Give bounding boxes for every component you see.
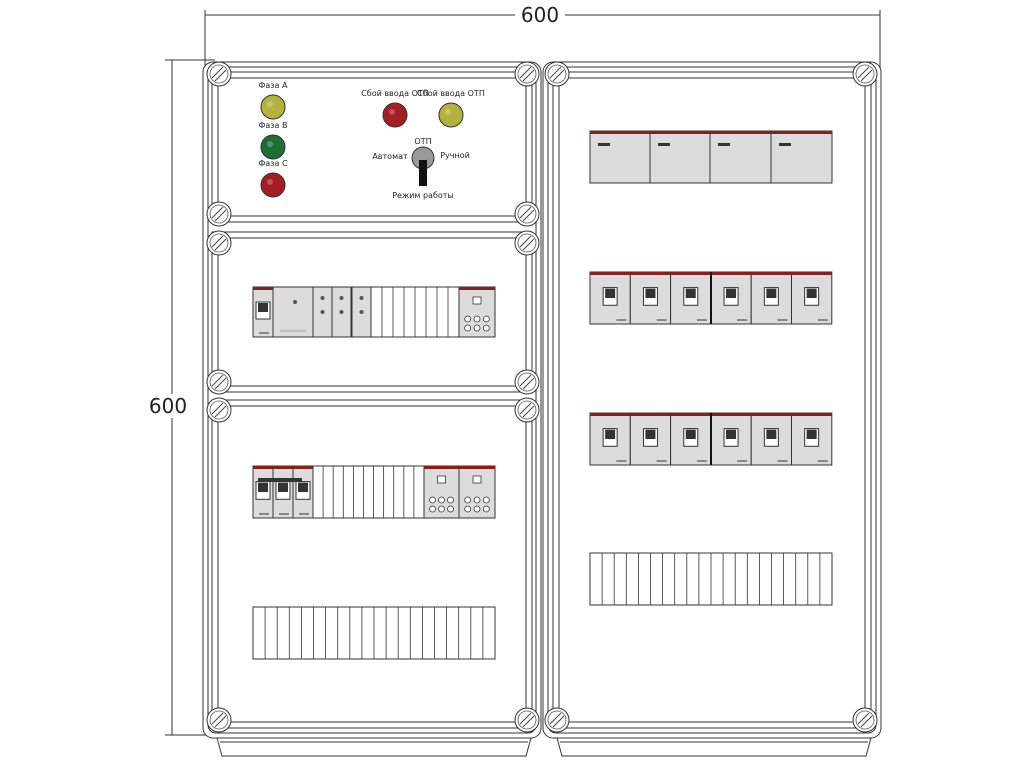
- indicator-lamp: Фаза A: [259, 81, 288, 120]
- screw-icon: [514, 369, 540, 395]
- control-module: [709, 130, 772, 184]
- indicator-label: Фаза C: [258, 159, 287, 168]
- circuit-breaker: [791, 412, 833, 466]
- blank-cover: [589, 552, 833, 606]
- circuit-breaker: [710, 271, 752, 325]
- dimension-width-label: 600: [521, 3, 559, 27]
- indicator-lamp: Фаза B: [259, 121, 288, 160]
- circuit-breaker: [272, 465, 294, 519]
- circuit-breaker: [589, 271, 631, 325]
- screw-icon: [514, 707, 540, 733]
- indicator-lamp: Фаза C: [258, 159, 288, 198]
- right-enclosure-base: [556, 737, 872, 757]
- terminal-module: [458, 465, 496, 519]
- din-rail-right-2: [589, 271, 833, 325]
- indicator-lamp: Сбой ввода ОТП: [361, 89, 429, 128]
- screw-icon: [514, 61, 540, 87]
- selector-bottom-label: Режим работы: [392, 191, 454, 200]
- screw-icon: [206, 369, 232, 395]
- circuit-breaker: [750, 271, 793, 325]
- mode-selector-switch: [411, 146, 435, 186]
- screw-icon: [544, 61, 570, 87]
- circuit-breaker: [710, 412, 752, 466]
- indicator-label: Сбой ввода ОТП: [417, 89, 485, 98]
- contactor-module: [331, 286, 352, 338]
- circuit-breaker: [629, 412, 672, 466]
- circuit-breaker: [252, 465, 274, 519]
- selector-left-label: Автомат: [372, 152, 408, 161]
- circuit-breaker: [670, 271, 712, 325]
- control-module: [589, 130, 652, 184]
- panel-screws: [206, 61, 878, 733]
- screw-icon: [852, 61, 878, 87]
- relay-module: [272, 286, 314, 338]
- left-panel-bottom: [211, 399, 533, 729]
- screw-icon: [206, 707, 232, 733]
- indicator-label: Сбой ввода ОТП: [361, 89, 429, 98]
- dimension-height-label: 600: [149, 394, 187, 418]
- screw-icon: [514, 230, 540, 256]
- screw-icon: [206, 397, 232, 423]
- circuit-breaker: [292, 465, 314, 519]
- din-rail-right-4: [589, 552, 833, 606]
- screw-icon: [206, 201, 232, 227]
- blank-cover: [370, 286, 460, 338]
- screw-icon: [206, 61, 232, 87]
- din-rail-middle: [252, 286, 496, 338]
- din-rail-lower-1: [252, 465, 496, 519]
- left-enclosure-base: [216, 737, 532, 757]
- circuit-breaker: [670, 412, 712, 466]
- screw-icon: [852, 707, 878, 733]
- din-rail-lower-2: [252, 606, 496, 660]
- selector-right-label: Ручной: [440, 151, 470, 160]
- blank-cover: [252, 606, 496, 660]
- blank-cover: [312, 465, 425, 519]
- terminal-module: [423, 465, 460, 519]
- circuit-breaker: [252, 286, 274, 338]
- contactor-module: [312, 286, 333, 338]
- screw-icon: [544, 707, 570, 733]
- din-rail-right-1: [589, 130, 833, 184]
- screw-icon: [514, 201, 540, 227]
- circuit-breaker: [791, 271, 833, 325]
- control-module: [649, 130, 712, 184]
- indicator-lamp: Сбой ввода ОТП: [417, 89, 485, 128]
- circuit-breaker: [629, 271, 672, 325]
- indicator-label: Фаза B: [259, 121, 288, 130]
- terminal-module: [458, 286, 496, 338]
- screw-icon: [514, 397, 540, 423]
- control-module: [770, 130, 833, 184]
- circuit-breaker: [750, 412, 793, 466]
- din-rail-right-3: [589, 412, 833, 466]
- screw-icon: [206, 230, 232, 256]
- selector-top-label: ОТП: [414, 137, 431, 146]
- indicator-label: Фаза A: [259, 81, 288, 90]
- breaker-tie-bar: [258, 478, 302, 482]
- circuit-breaker: [589, 412, 631, 466]
- contactor-module: [351, 286, 372, 338]
